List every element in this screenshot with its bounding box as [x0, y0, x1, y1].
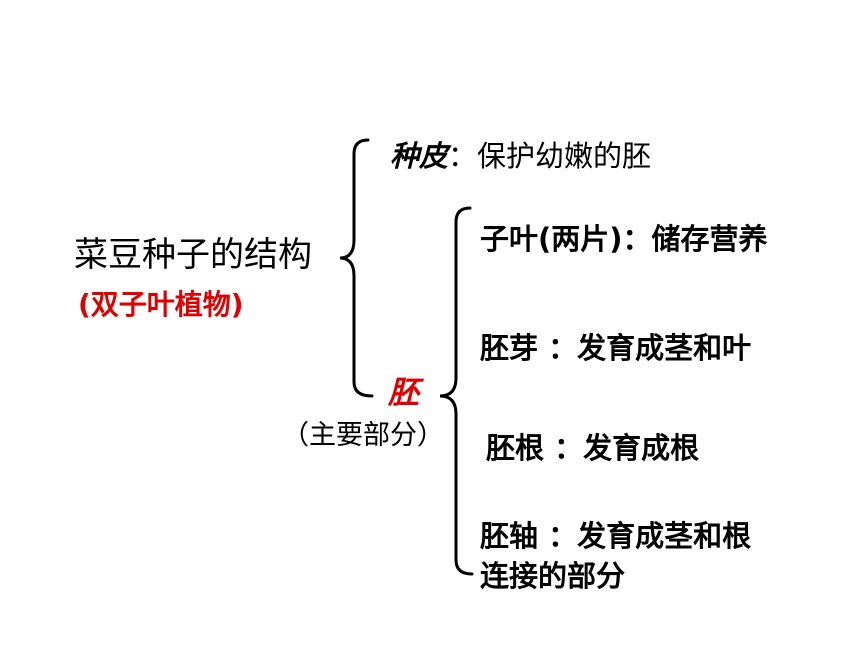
inner-brace [439, 206, 474, 576]
embryo-note: （主要部分） [282, 420, 444, 451]
outer-brace [339, 138, 374, 398]
embryo-part-hypocotyl: 胚轴 ：发育成茎和根 [480, 519, 752, 553]
embryo-part-plumule: 胚芽 ：发育成茎和叶 [480, 331, 752, 365]
embryo-part-radicle: 胚根 ：发育成根 [486, 431, 700, 465]
embryo-part-cotyledon: 子叶(两片)：储存营养 [480, 222, 768, 256]
embryo-term: 胚 [388, 375, 419, 411]
diagram-root-subtitle: (双子叶植物) [78, 288, 244, 321]
seed-coat-separator: ： [448, 139, 478, 173]
seed-coat-item: 种皮：保护幼嫩的胚 [390, 142, 651, 171]
embryo-part-hypocotyl-continued: 连接的部分 [480, 559, 626, 593]
seed-coat-description: 保护幼嫩的胚 [477, 139, 652, 173]
seed-coat-term: 种皮 [390, 139, 449, 173]
diagram-root-title: 菜豆种子的结构 [74, 235, 312, 275]
